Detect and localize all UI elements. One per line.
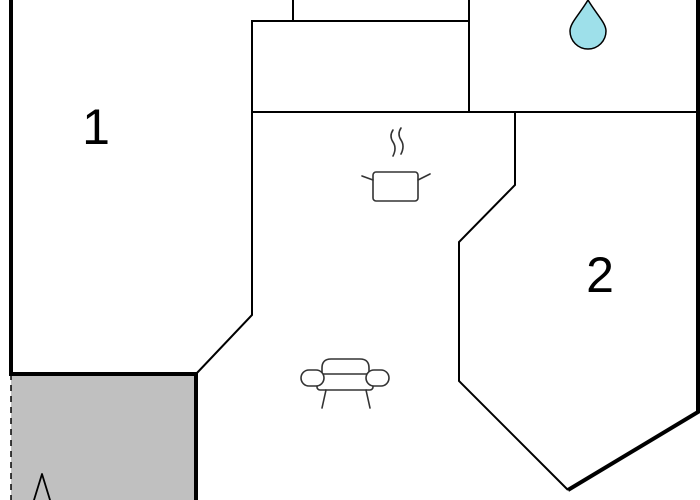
room-label-1: 1 xyxy=(82,99,110,155)
sofa-armrest-left xyxy=(300,369,325,387)
steam-line-left xyxy=(390,129,396,157)
water-drop-icon xyxy=(569,0,607,50)
exterior-walls xyxy=(9,0,700,500)
pot-body xyxy=(372,171,419,202)
bedroom-2-wall xyxy=(458,112,569,491)
room-label-2: 2 xyxy=(586,247,614,303)
sofa-leg-left xyxy=(321,389,327,409)
sofa-seat xyxy=(316,373,374,391)
terrace-area xyxy=(11,374,195,500)
right-exterior-wall xyxy=(566,0,700,492)
sofa-armrest-right xyxy=(365,369,390,387)
sofa-leg-right xyxy=(365,389,371,409)
steam-line-right xyxy=(398,127,404,155)
pot-handle-right xyxy=(417,173,431,181)
bedroom-1-wall xyxy=(195,20,469,375)
interior-walls xyxy=(195,0,698,491)
entrance-arrow-icon xyxy=(33,473,51,500)
sofa-icon xyxy=(300,358,390,409)
sofa-back xyxy=(321,358,370,375)
pot-handle-left xyxy=(361,175,374,181)
cooking-pot-icon xyxy=(361,127,431,202)
left-exterior-wall xyxy=(9,0,198,500)
